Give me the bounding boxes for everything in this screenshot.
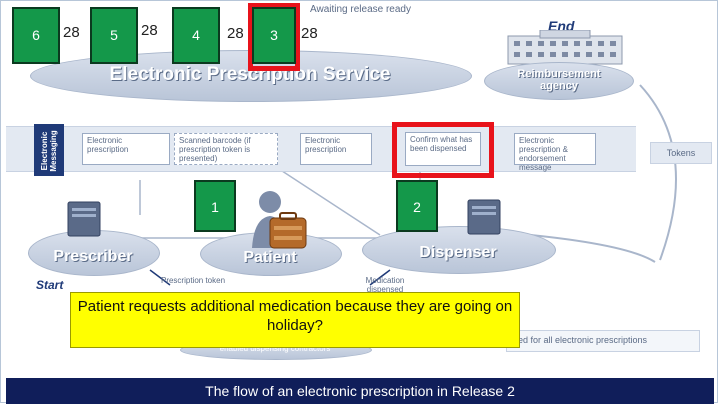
eps-title: Electronic Prescription Service: [109, 64, 391, 85]
messaging-side-label: [34, 124, 64, 176]
step-count-5: 28: [141, 22, 158, 39]
prescriber-ellipse: [28, 230, 160, 276]
step-box-4: 4: [172, 7, 220, 64]
patient-label: Patient: [243, 249, 297, 266]
header-note: Awaiting release ready: [310, 4, 411, 15]
dispenser-ellipse: [362, 226, 556, 274]
start-label: Start: [36, 278, 64, 292]
prescriber-label: Prescriber: [53, 248, 133, 265]
highlight-step-3: [248, 3, 300, 71]
step-count-4: 28: [227, 25, 244, 42]
callout-note: Patient requests additional medication b…: [70, 292, 520, 348]
msg-endorsement: Electronic prescription & endorsement me…: [514, 133, 596, 172]
bottom-partial-2: enabled dispensing contractors: [219, 344, 331, 353]
bottom-partial-1: ed for all electronic prescriptions: [518, 335, 648, 345]
reimbursement-ellipse: [484, 62, 634, 100]
footer-caption: The flow of an electronic prescription i…: [6, 378, 714, 404]
prescriber-computer-icon: [67, 201, 101, 237]
step-box-5: 5: [90, 7, 138, 64]
step-box-6: 6: [12, 7, 60, 64]
side-label-text: Electronic Messaging: [40, 130, 58, 172]
highlight-confirm-dispensed: [392, 122, 494, 178]
msg-confirm-dispensed: Confirm what has been dispensed: [405, 132, 481, 166]
msg-scanned-barcode: Scanned barcode (if prescription token i…: [174, 133, 278, 165]
reimbursement-label: Reimbursement agency: [517, 68, 601, 92]
msg-electronic-prescription-2: Electronic prescription: [300, 133, 372, 165]
dispenser-label: Dispenser: [419, 244, 497, 261]
tokens-label: Tokens: [650, 142, 712, 164]
patient-figure-icon: [252, 191, 307, 249]
dispenser-computer-icon: [467, 199, 501, 235]
marker-box-2: 2: [396, 180, 438, 232]
step-count-3: 28: [301, 25, 318, 42]
step-box-3: 3: [252, 7, 296, 64]
medication-dispensed-label: Medication dispensed: [365, 276, 405, 294]
msg-electronic-prescription-1: Electronic prescription: [82, 133, 170, 165]
prescription-token-label: Prescription token: [160, 276, 226, 285]
step-count-6: 28: [63, 24, 80, 41]
marker-box-1: 1: [194, 180, 236, 232]
